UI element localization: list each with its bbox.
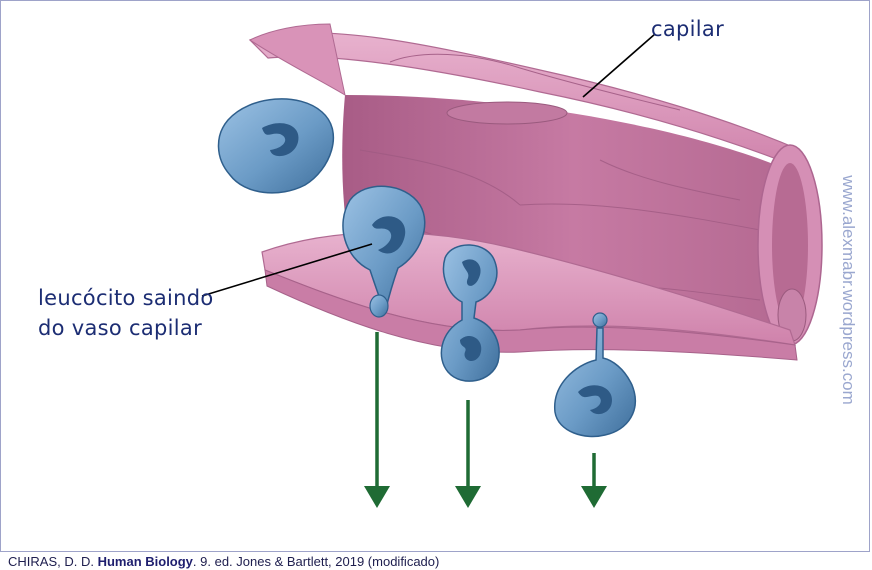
arrow-1: [364, 332, 390, 508]
label-leukocyte: leucócito saindo do vaso capilar: [38, 283, 214, 344]
capillary-illustration: [0, 0, 872, 552]
caption-authors: CHIRAS, D. D.: [8, 554, 98, 569]
caption-rest: . 9. ed. Jones & Bartlett, 2019 (modific…: [193, 554, 439, 569]
label-leukocyte-line2: do vaso capilar: [38, 313, 214, 343]
source-caption: CHIRAS, D. D. Human Biology. 9. ed. Jone…: [8, 554, 439, 569]
arrow-3: [581, 453, 607, 508]
label-capilar: capilar: [651, 14, 724, 44]
watermark: www.alexmabr.wordpress.com: [838, 175, 858, 405]
pointer-capilar: [583, 34, 655, 97]
endothelial-nucleus: [447, 102, 567, 124]
label-leukocyte-line1: leucócito saindo: [38, 283, 214, 313]
leukocyte-free: [218, 99, 333, 193]
caption-title: Human Biology: [98, 554, 193, 569]
arrow-2: [455, 400, 481, 508]
